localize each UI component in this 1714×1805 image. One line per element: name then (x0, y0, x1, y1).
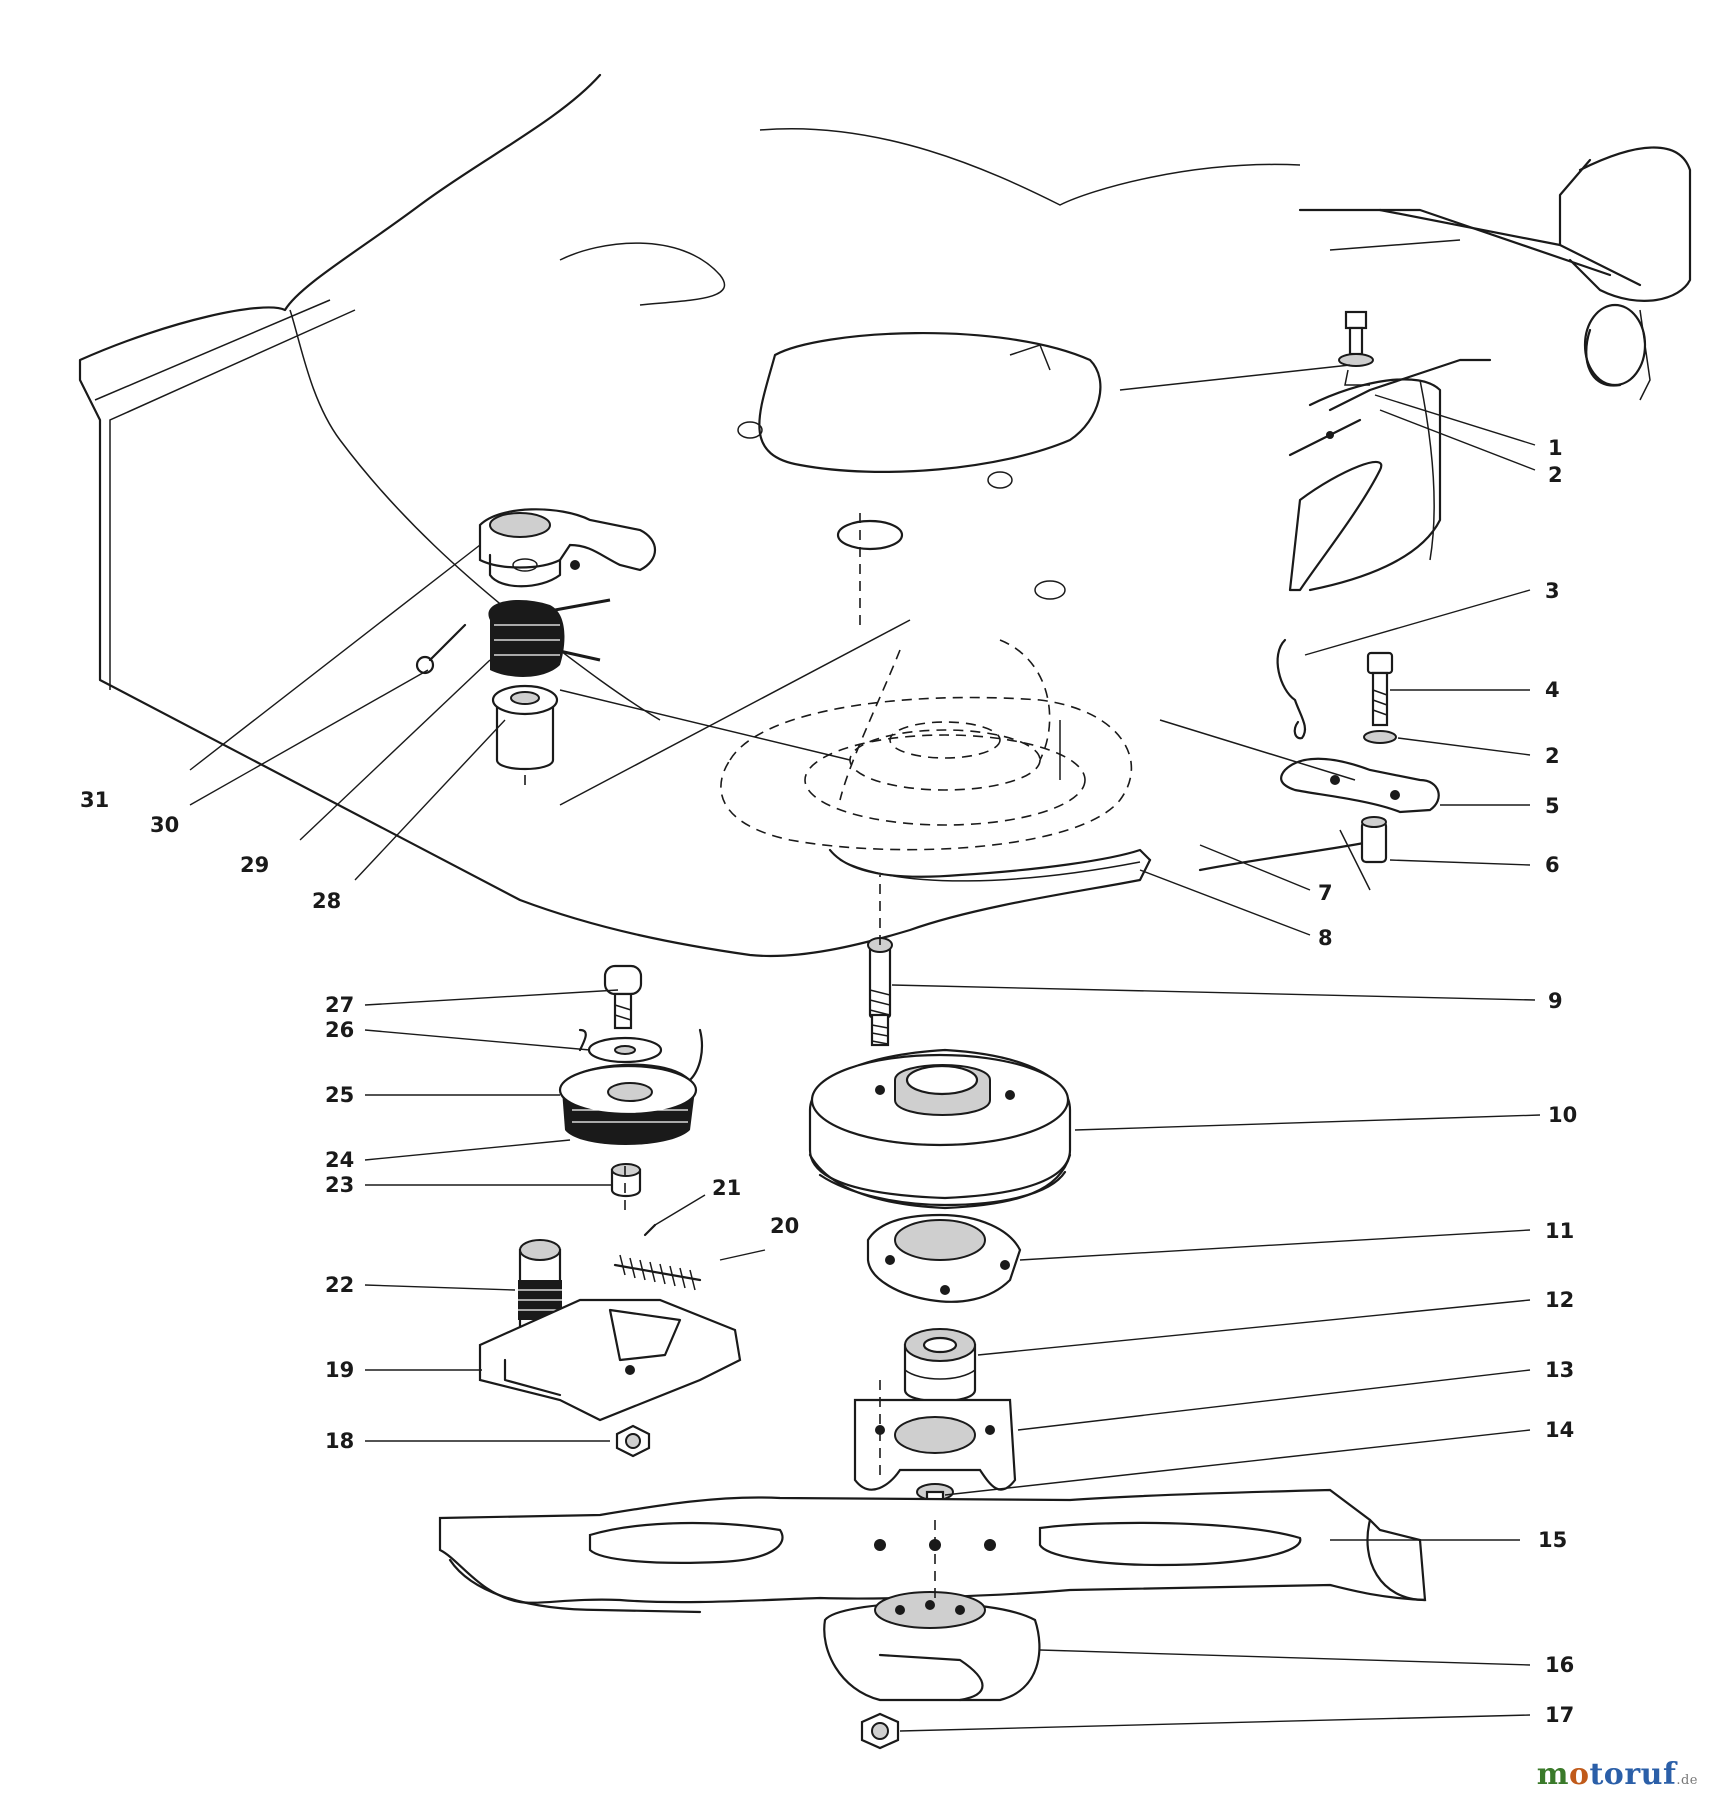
part-label: 27 (325, 993, 354, 1017)
part-label: 12 (1545, 1288, 1574, 1312)
part-label: 11 (1545, 1219, 1574, 1243)
part-extension-spring-20 (613, 1254, 702, 1291)
part-label: 3 (1545, 579, 1560, 603)
part-label: 17 (1545, 1703, 1574, 1727)
part-label: 26 (325, 1018, 354, 1042)
assembly-guide-lines (524, 364, 1371, 1600)
part-washer-2 (1363, 730, 1397, 744)
part-blade-retainer-16 (823, 1591, 1041, 1702)
part-label: 10 (1548, 1103, 1577, 1127)
mower-deck (78, 73, 1692, 958)
part-label: 15 (1538, 1528, 1567, 1552)
deck-opening (737, 331, 1102, 600)
part-bolt-4 (1366, 651, 1394, 727)
part-adjuster-plate-5 (1280, 757, 1440, 814)
part-idler-arm-19 (478, 1298, 742, 1422)
height-adjust-linkage (1288, 358, 1492, 457)
part-blade-adapter-13 (853, 1398, 1017, 1491)
part-bearing-flange-11 (866, 1213, 1022, 1303)
part-label: 7 (1318, 881, 1333, 905)
part-spring-clip-3 (1276, 638, 1307, 740)
part-label: 30 (150, 813, 179, 837)
watermark-text-a: m (1536, 1757, 1569, 1792)
part-label: 8 (1318, 926, 1333, 950)
part-pulley-drum-10 (808, 1048, 1072, 1210)
part-label: 29 (240, 853, 269, 877)
leader-lines (189, 394, 1541, 1732)
part-screw-21 (643, 1223, 657, 1237)
part-label: 13 (1545, 1358, 1574, 1382)
part-label: 6 (1545, 853, 1560, 877)
part-label: 14 (1545, 1418, 1574, 1442)
part-label: 16 (1545, 1653, 1574, 1677)
part-nut-17 (860, 1712, 900, 1750)
deck-underside-drum (720, 510, 1133, 851)
part-label: 24 (325, 1148, 354, 1172)
part-blade-15 (438, 1488, 1427, 1614)
part-nut-18 (615, 1424, 651, 1458)
part-bushing-28 (491, 684, 559, 770)
part-label: 2 (1548, 463, 1563, 487)
part-idler-pulley-25 (558, 1028, 704, 1145)
part-label: 2 (1545, 744, 1560, 768)
part-label: 19 (325, 1358, 354, 1382)
part-label: 28 (312, 889, 341, 913)
part-pin-30 (415, 623, 467, 675)
part-label: 25 (325, 1083, 354, 1107)
part-label: 21 (712, 1176, 741, 1200)
part-washer-26 (587, 1036, 663, 1064)
part-bushing-23 (610, 1163, 642, 1198)
watermark-text-b: o (1568, 1757, 1590, 1792)
part-label: 22 (325, 1273, 354, 1297)
part-baffle-plate-8 (828, 848, 1152, 882)
part-bearing-12 (903, 1328, 977, 1403)
watermark-suffix: .de (1676, 1773, 1698, 1788)
part-label: 1 (1548, 436, 1563, 460)
part-label: 23 (325, 1173, 354, 1197)
part-spacer-6 (1360, 816, 1388, 864)
part-label: 9 (1548, 989, 1563, 1013)
part-shaft-pin-9 (867, 937, 893, 1047)
watermark-text-c: toruf (1589, 1757, 1677, 1792)
part-lever-handle-31 (478, 508, 656, 588)
part-label: 31 (80, 788, 109, 812)
part-torsion-spring-29 (488, 598, 611, 677)
part-label: 4 (1545, 678, 1560, 702)
part-bolt-27 (603, 964, 643, 1030)
part-label: 20 (770, 1214, 799, 1238)
part-label: 18 (325, 1429, 354, 1453)
part-number-labels: 1 2 3 4 2 5 6 7 8 9 10 11 12 13 14 15 16… (80, 436, 1577, 1727)
part-bolt-1 (1338, 310, 1374, 386)
watermark-logo: motoruf.de (1537, 1757, 1698, 1792)
part-label: 5 (1545, 794, 1560, 818)
